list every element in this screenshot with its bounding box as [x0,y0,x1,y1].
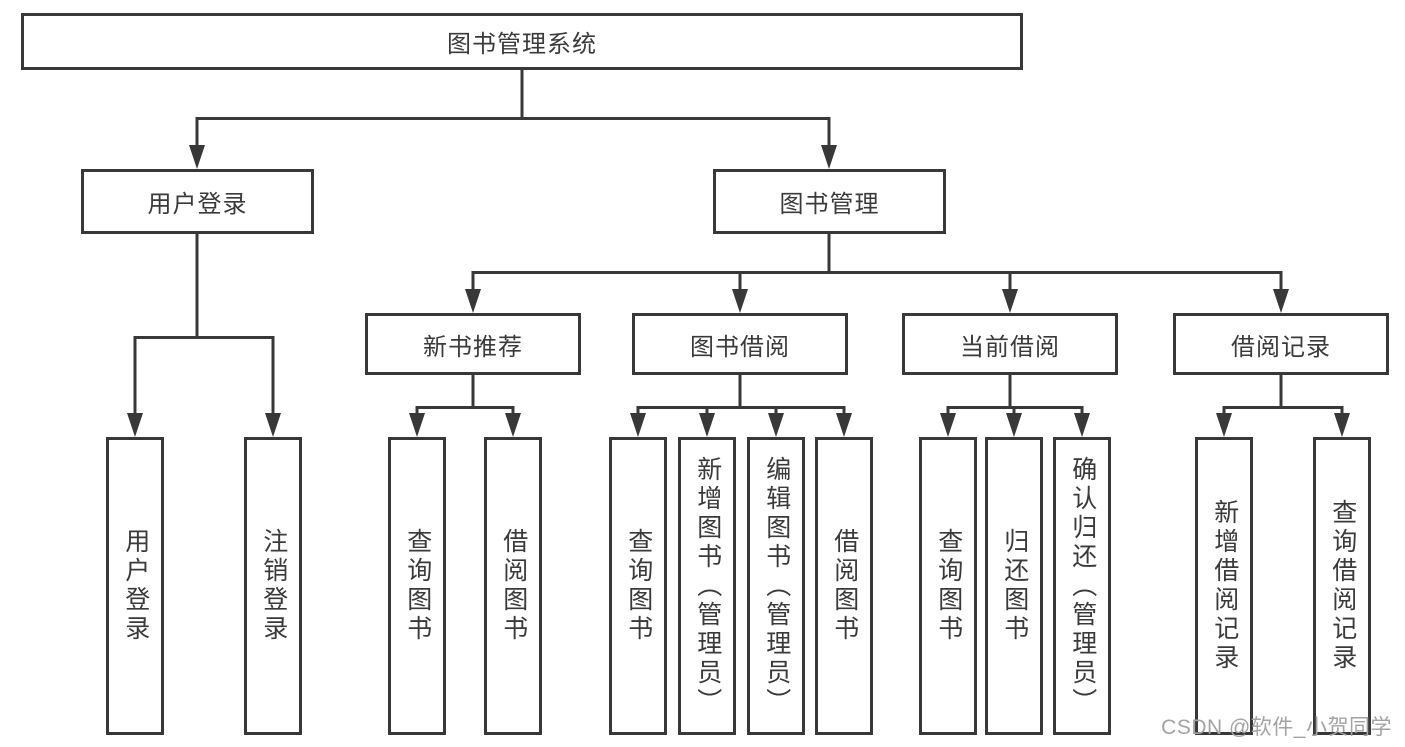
node-leaf-search-books-current-label: 查询图书 [934,528,963,644]
node-new-book-recommendation: 新书推荐 [365,313,581,375]
node-leaf-add-borrow-record-label: 新增借阅记录 [1210,499,1239,673]
node-leaf-borrow-books-recommend-label: 借阅图书 [499,528,528,644]
node-new-book-recommendation-label: 新书推荐 [423,333,523,361]
node-leaf-confirm-return-admin: 确认归还（管理员） [1053,437,1111,735]
node-leaf-search-books-recommend: 查询图书 [388,437,446,735]
node-leaf-user-login: 用户登录 [106,437,164,735]
node-root: 图书管理系统 [21,13,1023,70]
node-leaf-confirm-return-admin-label: 确认归还（管理员） [1068,455,1097,717]
node-leaf-search-books-recommend-label: 查询图书 [403,528,432,644]
node-book-borrowing-label: 图书借阅 [690,333,790,361]
node-leaf-return-books-label: 归还图书 [1000,528,1029,644]
node-leaf-logout: 注销登录 [244,437,302,735]
node-leaf-add-borrow-record: 新增借阅记录 [1195,437,1253,735]
node-leaf-search-books-borrowing-label: 查询图书 [624,528,653,644]
node-leaf-logout-label: 注销登录 [259,528,288,644]
node-book-borrowing: 图书借阅 [632,313,848,375]
node-current-borrowing: 当前借阅 [902,313,1118,375]
node-leaf-search-borrow-record: 查询借阅记录 [1313,437,1371,735]
csdn-watermark: CSDN @软件_小贺同学 [1161,716,1392,739]
node-leaf-borrow-books: 借阅图书 [815,437,873,735]
node-user-login: 用户登录 [81,169,314,234]
node-leaf-add-books-admin-label: 新增图书（管理员） [693,455,722,717]
node-borrowing-records: 借阅记录 [1173,313,1389,375]
node-root-label: 图书管理系统 [447,31,597,58]
node-leaf-search-books-borrowing: 查询图书 [609,437,667,735]
node-leaf-search-borrow-record-label: 查询借阅记录 [1328,499,1357,673]
node-leaf-return-books: 归还图书 [985,437,1043,735]
node-book-management-label: 图书管理 [779,191,880,218]
node-current-borrowing-label: 当前借阅 [960,333,1060,361]
node-leaf-user-login-label: 用户登录 [121,528,150,644]
node-user-login-label: 用户登录 [147,191,248,218]
node-leaf-search-books-current: 查询图书 [919,437,977,735]
node-leaf-edit-books-admin: 编辑图书（管理员） [747,437,805,735]
node-leaf-add-books-admin: 新增图书（管理员） [678,437,736,735]
node-leaf-edit-books-admin-label: 编辑图书（管理员） [762,455,791,717]
node-leaf-borrow-books-label: 借阅图书 [830,528,859,644]
node-borrowing-records-label: 借阅记录 [1231,333,1331,361]
node-leaf-borrow-books-recommend: 借阅图书 [484,437,542,735]
node-book-management: 图书管理 [713,169,946,234]
